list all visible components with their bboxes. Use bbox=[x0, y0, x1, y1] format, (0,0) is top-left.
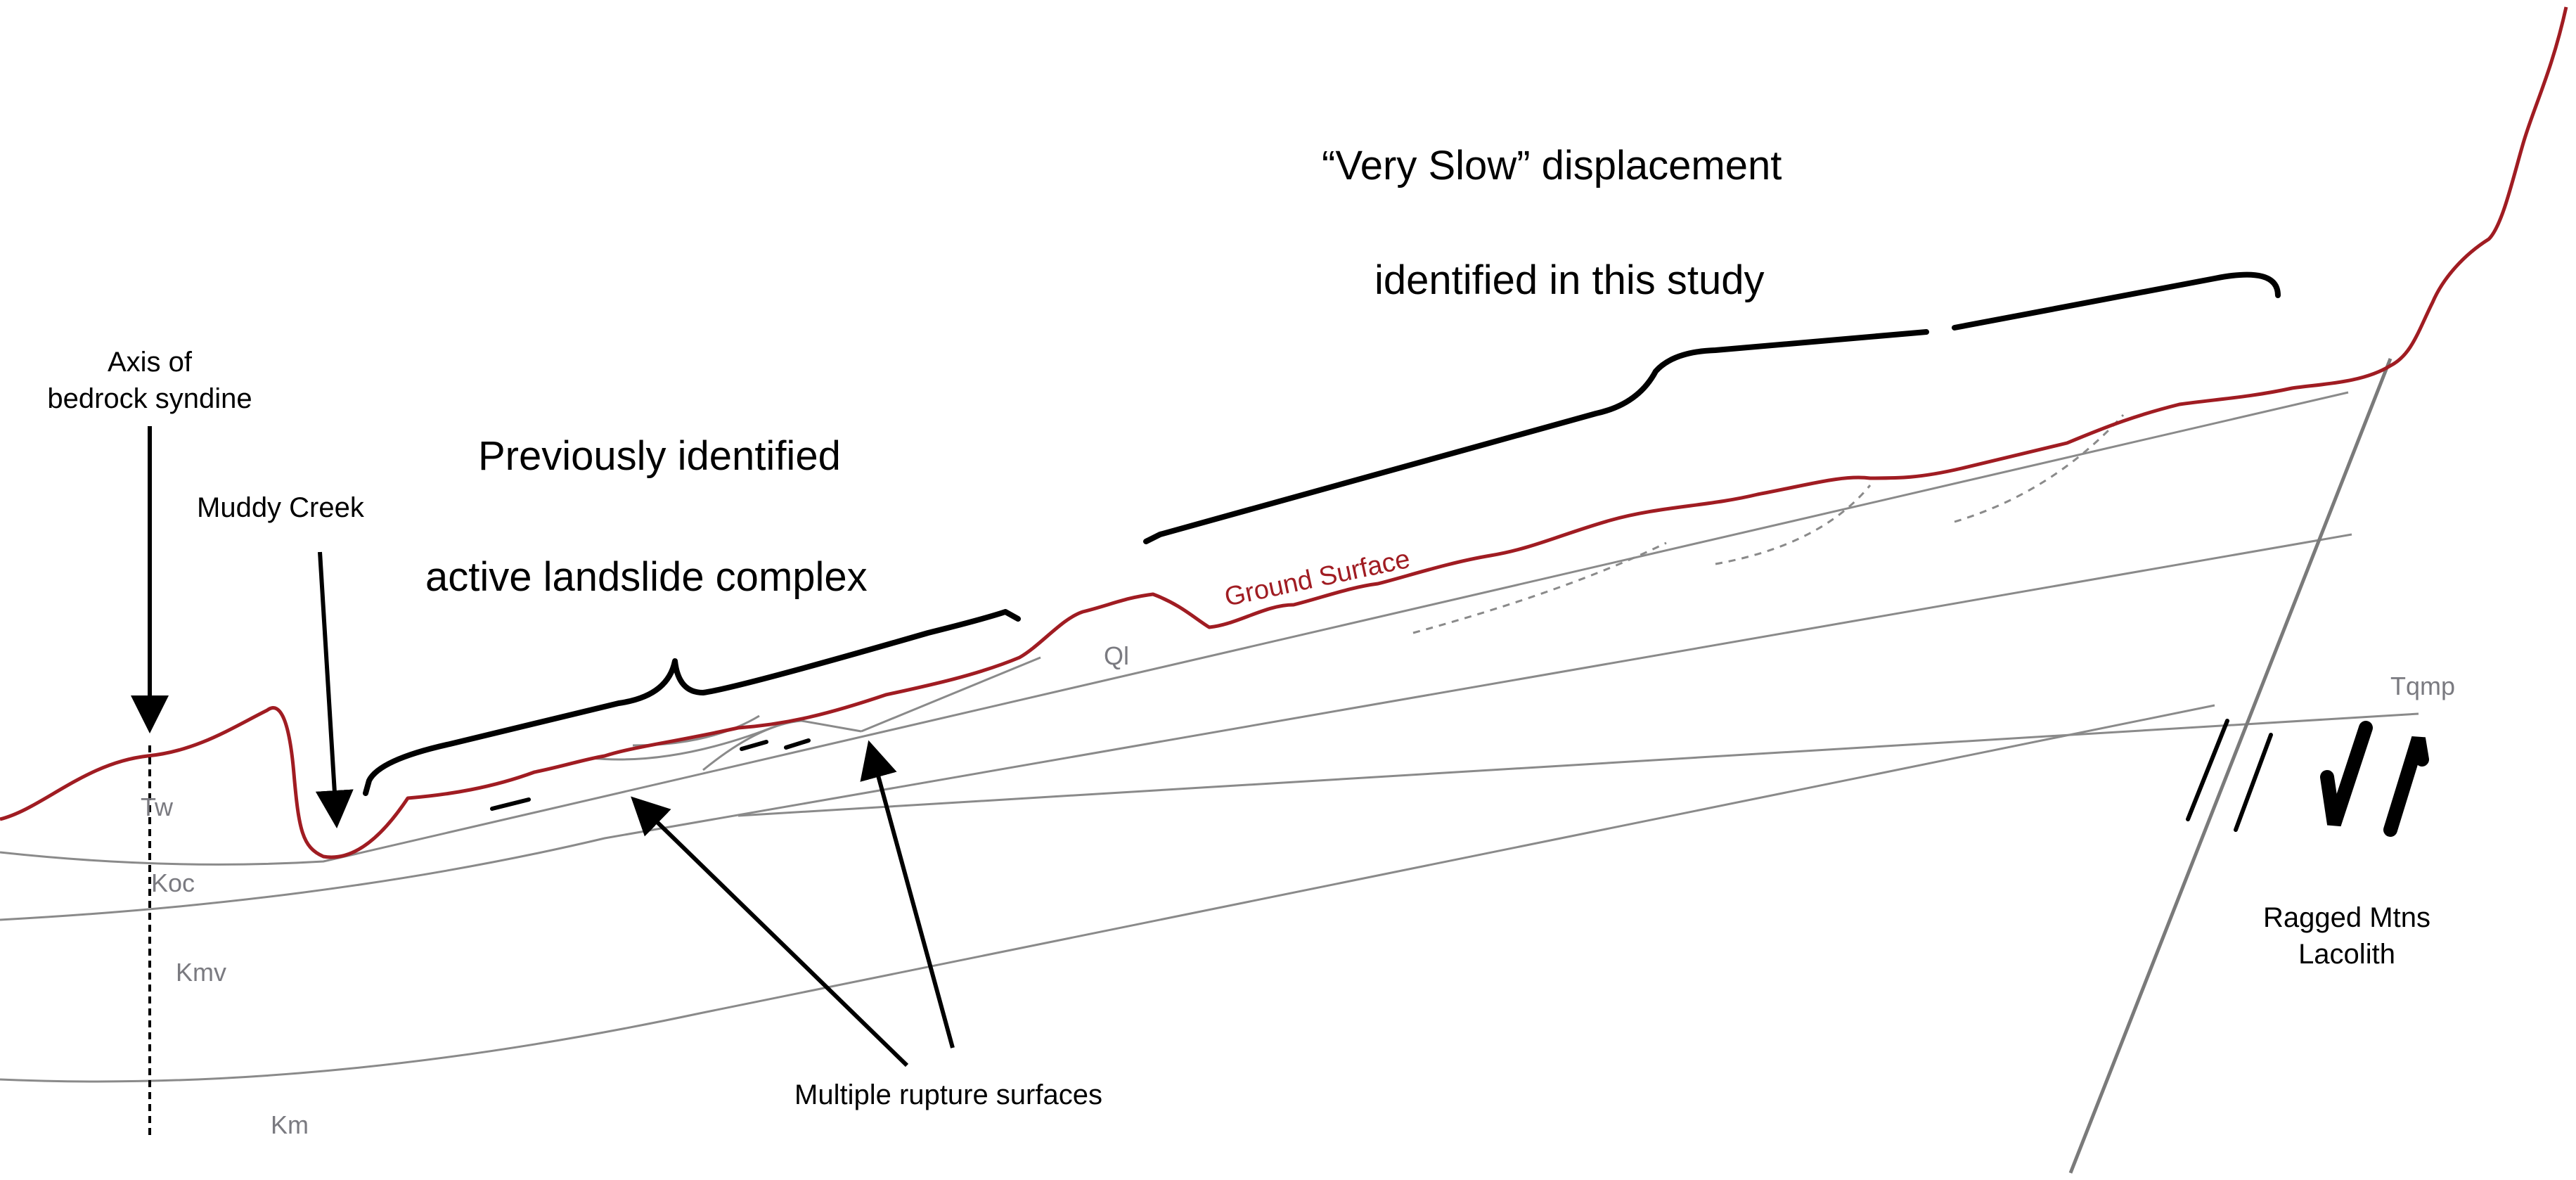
multiple-rupture-label: Multiple rupture surfaces bbox=[794, 1079, 1102, 1110]
axis-label-line2: bedrock syndine bbox=[47, 383, 252, 414]
very-slow-label-line1: “Very Slow” displacement bbox=[1322, 143, 1782, 188]
koc-kmv-contact bbox=[0, 533, 2352, 921]
ragged-mtns-label-line1: Ragged Mtns bbox=[2263, 902, 2430, 933]
tw-koc-contact bbox=[0, 391, 2349, 866]
tick-2 bbox=[740, 740, 768, 751]
slip-curve-2 bbox=[632, 714, 760, 747]
rupture-dash-3 bbox=[1954, 413, 2125, 523]
fault-line bbox=[2068, 358, 2393, 1174]
tick-3 bbox=[784, 738, 811, 750]
previously-identified-label-line1: Previously identified bbox=[478, 433, 841, 479]
unit-koc-label: Koc bbox=[151, 868, 195, 897]
very-slow-label-line2: identified in this study bbox=[1374, 257, 1765, 303]
fault-tick-1 bbox=[2186, 719, 2229, 821]
kmv-km-contact bbox=[0, 704, 2215, 1083]
strata-lines bbox=[0, 391, 2419, 1083]
fault-slip-up-symbol bbox=[2383, 736, 2429, 837]
rupture-arrow-2 bbox=[860, 740, 955, 1048]
fault-slip-down-symbol bbox=[2320, 721, 2373, 827]
slip-curve-1 bbox=[590, 723, 781, 761]
slip-wedge-upper bbox=[861, 656, 1041, 733]
unit-ql-label: Ql bbox=[1104, 641, 1129, 670]
rupture-dash-1 bbox=[1412, 541, 1667, 634]
muddy-creek-label: Muddy Creek bbox=[197, 492, 365, 523]
tick-1 bbox=[490, 797, 531, 811]
braces bbox=[363, 271, 2281, 796]
muddy-creek-arrow bbox=[315, 551, 354, 828]
rupture-dash-2 bbox=[1715, 485, 1872, 565]
ragged-mtns-label-line2: Lacolith bbox=[2298, 939, 2395, 970]
previously-identified-label-line2: active landslide complex bbox=[425, 554, 868, 600]
rupture-arrow-1 bbox=[631, 796, 909, 1067]
ground-surface-line bbox=[0, 6, 2568, 859]
very-slow-brace bbox=[1143, 271, 2281, 544]
previously-identified-brace bbox=[363, 609, 1021, 796]
arrows bbox=[131, 426, 955, 1067]
rupture-dashes bbox=[1412, 413, 2125, 634]
axis-label-line1: Axis of bbox=[108, 347, 193, 378]
unit-kmv-label: Kmv bbox=[176, 958, 226, 987]
ql-base-contact bbox=[738, 712, 2419, 817]
unit-km-label: Km bbox=[271, 1110, 309, 1139]
fault-symbols bbox=[2186, 719, 2429, 837]
fault-tick-2 bbox=[2234, 733, 2273, 832]
slip-wedge-lower bbox=[702, 719, 862, 771]
ground-surface-label: Ground Surface bbox=[1222, 544, 1412, 613]
unit-tqmp-label: Tqmp bbox=[2390, 672, 2455, 700]
unit-tw-label: Tw bbox=[141, 793, 174, 821]
displacement-ticks bbox=[490, 738, 811, 811]
